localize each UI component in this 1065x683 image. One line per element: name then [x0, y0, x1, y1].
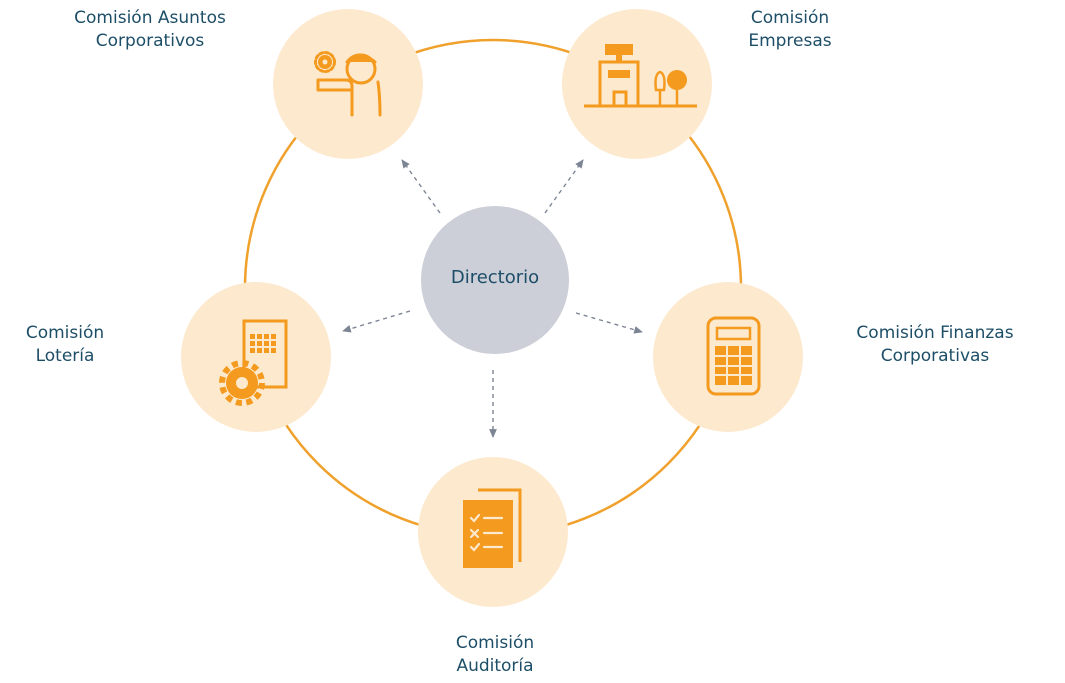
- label-line: Auditoría: [456, 656, 534, 676]
- calculator-icon: [706, 316, 761, 396]
- connector-arrows: [342, 159, 643, 438]
- label-line: Comisión: [750, 8, 830, 28]
- arrow-to-loteria: [342, 310, 411, 333]
- label-comision-auditoria: Comisión Auditoría: [400, 632, 590, 678]
- label-comision-asuntos-corporativos: Comisión Asuntos Corporativos: [30, 7, 270, 53]
- center-label: Directorio: [450, 267, 540, 288]
- label-line: Corporativos: [95, 31, 205, 51]
- label-comision-loteria: Comisión Lotería: [0, 322, 130, 368]
- node-corporativos: [273, 9, 423, 159]
- label-line: Empresas: [748, 31, 832, 51]
- label-line: Comisión Finanzas: [856, 323, 1014, 343]
- arrow-to-empresas: [544, 159, 584, 214]
- label-line: Corporativas: [880, 346, 990, 366]
- checklist-document-icon: [463, 488, 522, 568]
- arrow-to-finanzas: [575, 312, 643, 334]
- label-line: Comisión: [455, 633, 535, 653]
- label-comision-finanzas-corporativas: Comisión Finanzas Corporativas: [815, 322, 1055, 368]
- person-gear-icon: [314, 51, 382, 117]
- label-line: Lotería: [35, 346, 95, 366]
- label-line: Comisión: [25, 323, 105, 343]
- node-loteria: [181, 282, 331, 432]
- arrow-to-corporativos: [401, 159, 441, 214]
- keypad-gear-icon: [219, 319, 288, 406]
- label-comision-empresas: Comisión Empresas: [690, 7, 890, 53]
- label-line: Comisión Asuntos: [74, 8, 226, 28]
- center-node: [421, 206, 569, 354]
- building-tree-icon: [584, 44, 697, 108]
